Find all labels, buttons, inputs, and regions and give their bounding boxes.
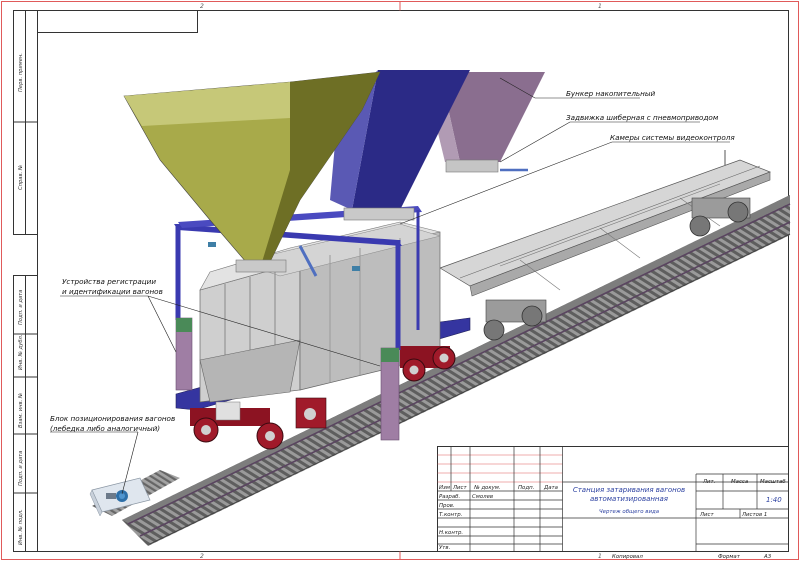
side-label-sign-date-1: Подп. и дата <box>18 290 24 325</box>
tb-header-date: Дата <box>543 485 558 491</box>
camera-icon <box>208 242 216 247</box>
tb-lit-label: Лит. <box>702 479 715 485</box>
tb-format-value: А3 <box>763 554 772 560</box>
tb-header-doc-no: № докум. <box>473 485 501 491</box>
zone-number-bottom-left: 2 <box>200 553 204 560</box>
bogie-loaded-rear <box>400 346 456 382</box>
side-label-orig-inv: Инв. № подл. <box>18 509 24 545</box>
tb-title-line1: Станция затаривания вагонов <box>573 486 685 494</box>
tb-scale-value: 1:40 <box>766 496 782 504</box>
tb-sheets-label: Листов 1 <box>741 512 767 518</box>
callout-leaders <box>50 77 730 495</box>
tb-copied: Копировал <box>612 554 643 560</box>
callout-registration-line1: Устройства регистрации <box>62 277 156 286</box>
side-label-reference: Справ. № <box>18 165 24 190</box>
bogie-loaded-front <box>190 397 327 450</box>
callout-positioning-line1: Блок позиционирования вагонов <box>50 414 175 423</box>
tb-mass-label: Масса <box>731 479 748 485</box>
camera-icon <box>352 266 360 271</box>
tb-header-signature: Подп. <box>518 485 534 491</box>
tb-header-sheet: Лист <box>452 485 468 491</box>
zone-number-top-right: 1 <box>598 3 602 10</box>
tb-sheet-label: Лист <box>699 512 715 518</box>
tb-title-line2: автоматизированная <box>590 495 668 503</box>
registration-post-right <box>380 347 400 441</box>
bogie-far-rear <box>483 299 547 341</box>
title-block <box>437 446 789 552</box>
tb-header-change: Изм <box>439 485 450 491</box>
registration-post-left <box>175 317 193 391</box>
positioning-block <box>89 477 151 517</box>
side-label-first-use: Перв. примен. <box>18 53 24 92</box>
callout-positioning-line2: (лебедка либо аналогичный) <box>50 424 160 433</box>
tb-doc-type: Чертеж общего вида <box>599 509 659 515</box>
tb-row-tech-control: Т.контр. <box>439 512 462 518</box>
bogie-far-front <box>689 197 751 237</box>
tb-row-norm-control: Н.контр. <box>439 530 463 536</box>
zone-number-top-left: 2 <box>200 3 204 10</box>
zone-number-bottom-right: 1 <box>598 553 602 560</box>
tb-format: Формат <box>718 554 741 560</box>
tb-row-checked: Пров. <box>439 503 455 509</box>
tb-row-developed: Разраб. <box>439 494 460 500</box>
hopper-navy <box>330 70 470 221</box>
tb-developer-name: Смолев <box>472 494 493 500</box>
tb-scale-label: Масштаб <box>760 479 786 485</box>
tb-row-approved: Утв. <box>439 545 450 551</box>
callout-hopper: Бункер накопительный <box>566 89 656 98</box>
callout-cameras: Камеры системы видеоконтроля <box>610 133 735 142</box>
side-label-sign-date-2: Подп. и дата <box>18 451 24 486</box>
callout-registration-line2: и идентификации вагонов <box>62 287 163 296</box>
storage-hoppers <box>123 70 545 273</box>
empty-wagon-chassis <box>439 150 771 341</box>
hopper-wagon <box>175 221 471 450</box>
hopper-olive <box>123 71 381 273</box>
side-label-replace-inv: Взам. инв. № <box>18 393 24 428</box>
side-label-dup-inv: Инв. № дубл. <box>18 335 24 371</box>
callout-gate: Задвижка шиберная с пневмоприводом <box>566 113 719 122</box>
